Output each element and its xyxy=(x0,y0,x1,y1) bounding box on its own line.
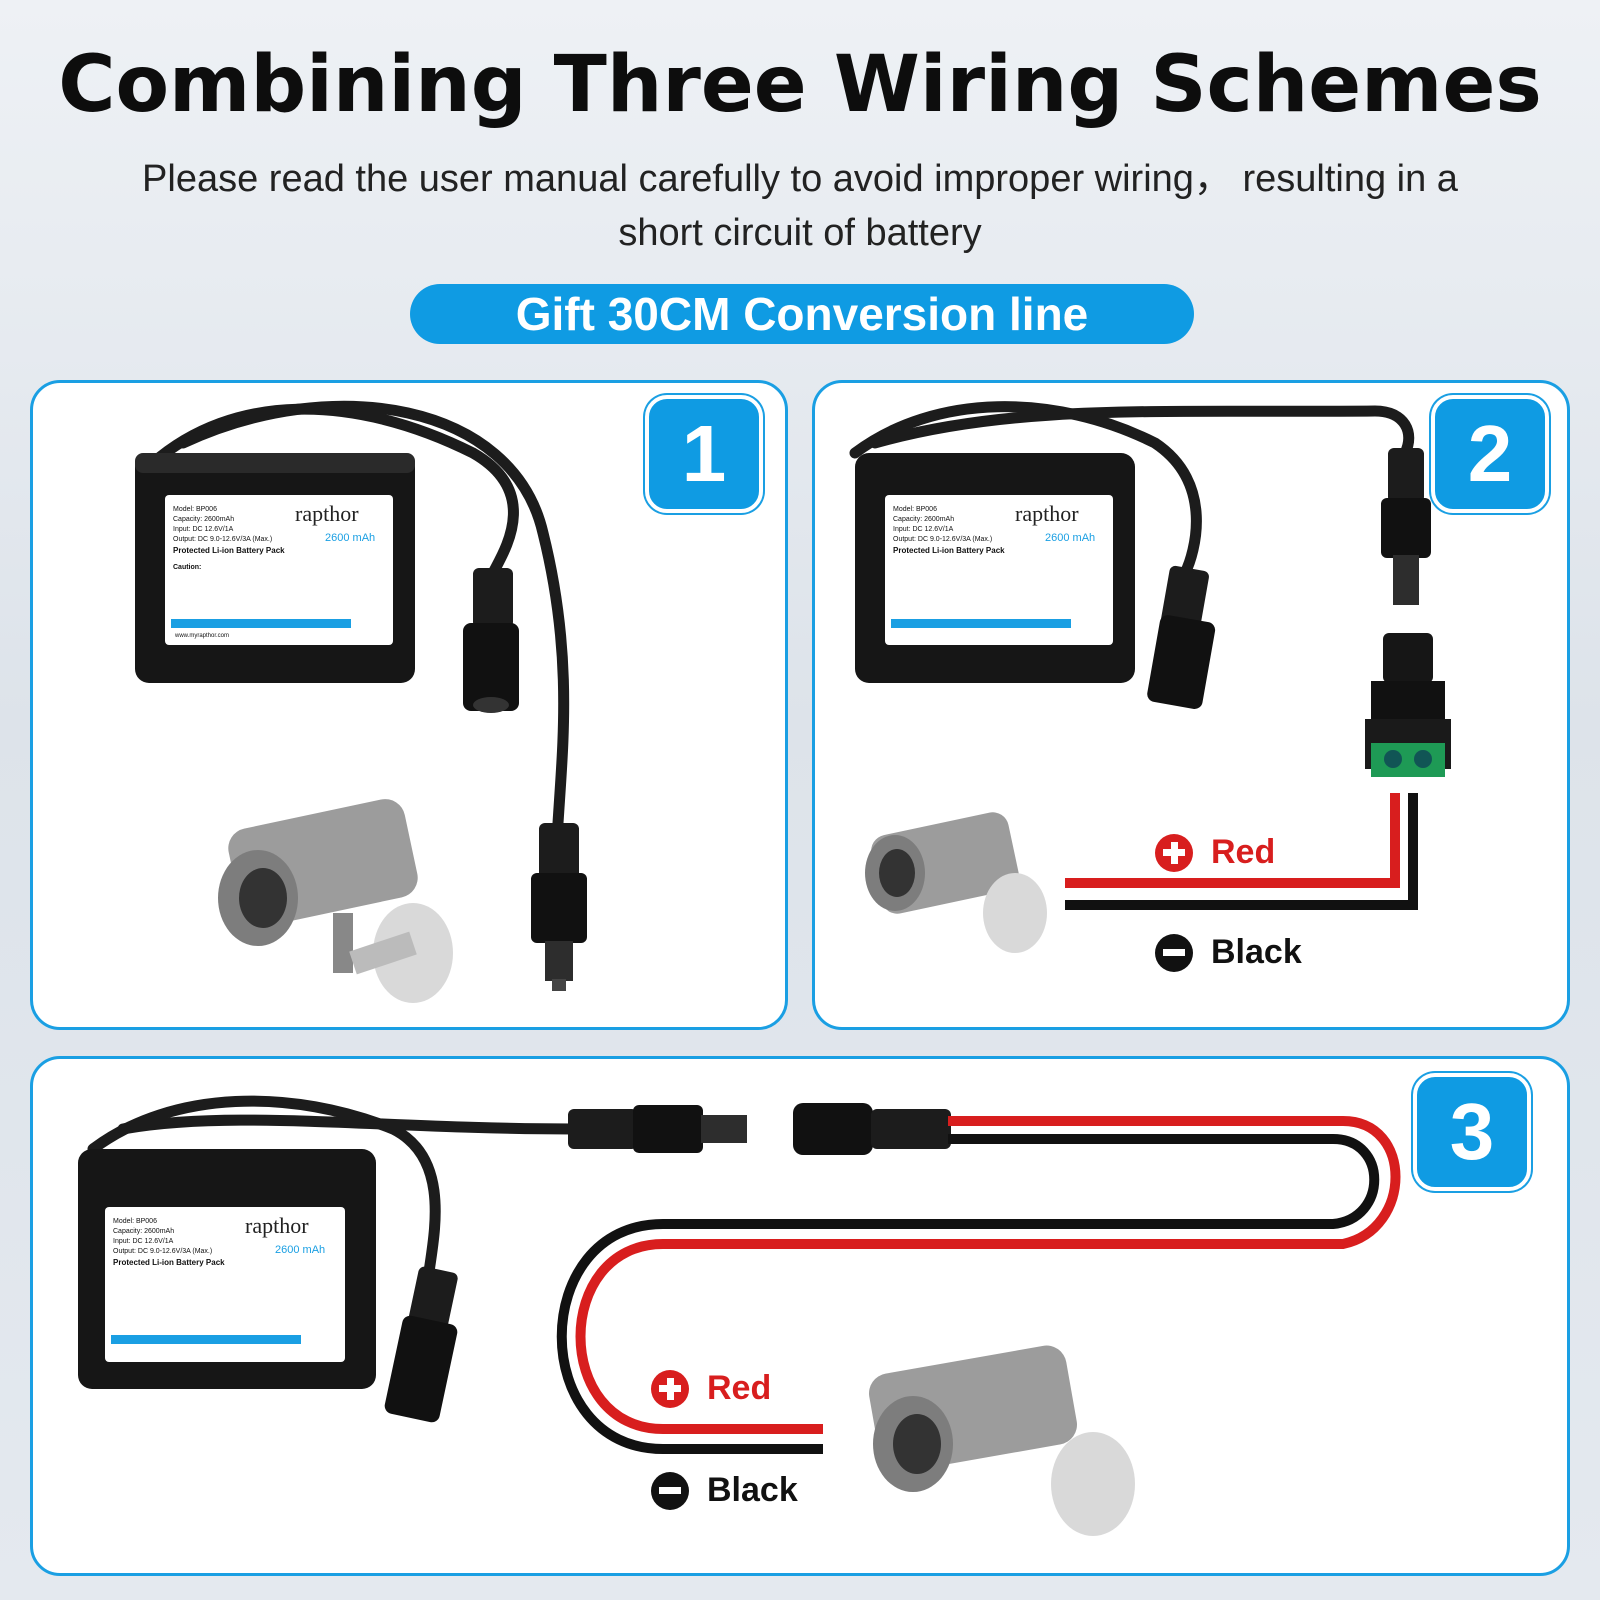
svg-text:Protected Li-ion Battery Pack: Protected Li-ion Battery Pack xyxy=(173,546,285,555)
wiring-scheme-2-panel: Model: BP006 Capacity: 2600mAh Input: DC… xyxy=(812,380,1570,1030)
svg-text:Caution:: Caution: xyxy=(173,564,201,571)
female-dc-connector-icon xyxy=(463,568,519,713)
svg-text:Protected Li-ion Battery Pack: Protected Li-ion Battery Pack xyxy=(893,546,1005,555)
svg-text:2600 mAh: 2600 mAh xyxy=(325,532,375,544)
scheme-2-illustration: Model: BP006 Capacity: 2600mAh Input: DC… xyxy=(849,401,1451,953)
terminal-adapter-icon xyxy=(1365,633,1451,777)
svg-text:Output: DC 9.0-12.6V/3A (Max.): Output: DC 9.0-12.6V/3A (Max.) xyxy=(173,536,272,543)
svg-text:Output: DC 9.0-12.6V/3A (Max.): Output: DC 9.0-12.6V/3A (Max.) xyxy=(893,536,992,543)
svg-text:Output: DC 9.0-12.6V/3A (Max.): Output: DC 9.0-12.6V/3A (Max.) xyxy=(113,1248,212,1255)
negative-wire-label: Black xyxy=(651,1471,798,1510)
scheme-3-illustration: Model: BP006 Capacity: 2600mAh Input: DC… xyxy=(78,1095,1401,1536)
security-camera-icon xyxy=(869,1345,1135,1536)
svg-text:Input: DC 12.6V/1A: Input: DC 12.6V/1A xyxy=(173,526,234,533)
scheme-1-illustration: Model: BP006 Capacity: 2600mAh Input: DC… xyxy=(135,400,587,1003)
plus-icon xyxy=(651,1369,689,1408)
minus-icon xyxy=(651,1471,689,1510)
svg-text:Protected Li-ion Battery Pack: Protected Li-ion Battery Pack xyxy=(113,1258,225,1267)
svg-text:www.myrapthor.com: www.myrapthor.com xyxy=(174,633,229,639)
battery-pack-icon: Model: BP006 Capacity: 2600mAh Input: DC… xyxy=(855,453,1135,683)
svg-text:rapthor: rapthor xyxy=(245,1213,309,1238)
svg-text:2600 mAh: 2600 mAh xyxy=(1045,532,1095,544)
wiring-scheme-1-panel: Model: BP006 Capacity: 2600mAh Input: DC… xyxy=(30,380,788,1030)
battery-pack-icon: Model: BP006 Capacity: 2600mAh Input: DC… xyxy=(135,453,415,683)
svg-text:rapthor: rapthor xyxy=(1015,501,1079,526)
svg-text:Model: BP006: Model: BP006 xyxy=(173,506,217,513)
female-dc-connector-icon xyxy=(793,1103,951,1155)
male-dc-connector-icon xyxy=(1381,448,1431,605)
svg-text:Input: DC 12.6V/1A: Input: DC 12.6V/1A xyxy=(113,1238,174,1245)
negative-wire-text: Black xyxy=(707,1471,798,1509)
battery-pack-icon: Model: BP006 Capacity: 2600mAh Input: DC… xyxy=(78,1149,376,1389)
svg-text:rapthor: rapthor xyxy=(295,501,359,526)
plus-icon xyxy=(1155,833,1193,872)
svg-text:2600 mAh: 2600 mAh xyxy=(275,1244,325,1256)
svg-text:Input: DC 12.6V/1A: Input: DC 12.6V/1A xyxy=(893,526,954,533)
female-dc-connector-icon xyxy=(384,1266,458,1423)
negative-wire-text: Black xyxy=(1211,933,1302,971)
page-title: Combining Three Wiring Schemes xyxy=(58,40,1542,130)
svg-text:Capacity: 2600mAh: Capacity: 2600mAh xyxy=(113,1228,174,1235)
scheme-number-badge: 3 xyxy=(1413,1073,1531,1191)
svg-text:Model: BP006: Model: BP006 xyxy=(113,1218,157,1225)
male-dc-connector-icon xyxy=(568,1105,747,1153)
svg-text:Capacity: 2600mAh: Capacity: 2600mAh xyxy=(893,516,954,523)
wiring-scheme-3-panel: Model: BP006 Capacity: 2600mAh Input: DC… xyxy=(30,1056,1570,1576)
positive-wire-text: Red xyxy=(707,1369,772,1407)
positive-wire-label: Red xyxy=(651,1369,771,1408)
minus-icon xyxy=(1155,933,1193,972)
svg-text:Capacity: 2600mAh: Capacity: 2600mAh xyxy=(173,516,234,523)
svg-text:Model: BP006: Model: BP006 xyxy=(893,506,937,513)
scheme-number-badge: 1 xyxy=(645,395,763,513)
negative-wire-label: Black xyxy=(1155,933,1302,972)
security-camera-icon xyxy=(865,812,1047,953)
security-camera-icon xyxy=(218,799,453,1003)
positive-wire-text: Red xyxy=(1211,833,1276,871)
male-dc-connector-icon xyxy=(531,823,587,991)
conversion-line-banner: Gift 30CM Conversion line xyxy=(410,284,1194,344)
female-dc-connector-icon xyxy=(1147,565,1216,709)
positive-wire-label: Red xyxy=(1155,833,1275,872)
page-subtitle: Please read the user manual carefully to… xyxy=(142,158,1458,254)
scheme-number-badge: 2 xyxy=(1431,395,1549,513)
